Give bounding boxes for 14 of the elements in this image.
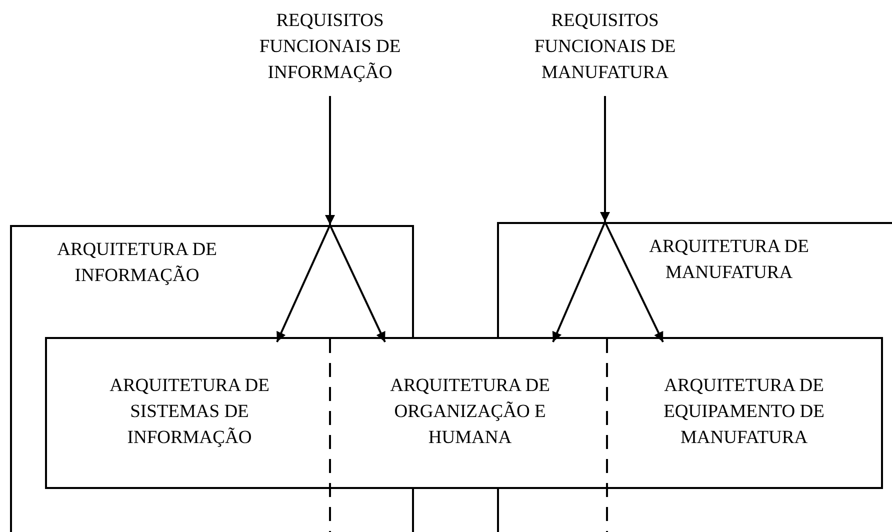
architecture-label: ARQUITETURA DE MANUFATURA (649, 236, 809, 285)
architecture-label: ARQUITETURA DE INFORMAÇÃO (56, 239, 218, 288)
architecture-label: ARQUITETURA DE SISTEMAS DE INFORMAÇÃO (108, 375, 270, 450)
arrow (600, 96, 610, 222)
arrow (325, 96, 335, 225)
arrow (276, 224, 331, 342)
architecture-box (45, 337, 883, 489)
architecture-label: ARQUITETURA DE EQUIPAMENTO DE MANUFATURA (662, 375, 826, 450)
arrow (552, 222, 606, 342)
arrow (329, 224, 386, 342)
architecture-label: ARQUITETURA DE ORGANIZAÇÃO E HUMANA (389, 375, 551, 450)
arrow (604, 222, 664, 342)
requirement-label: REQUISITOS FUNCIONAIS DE INFORMAÇÃO (258, 10, 402, 85)
requirement-label: REQUISITOS FUNCIONAIS DE MANUFATURA (533, 10, 677, 85)
